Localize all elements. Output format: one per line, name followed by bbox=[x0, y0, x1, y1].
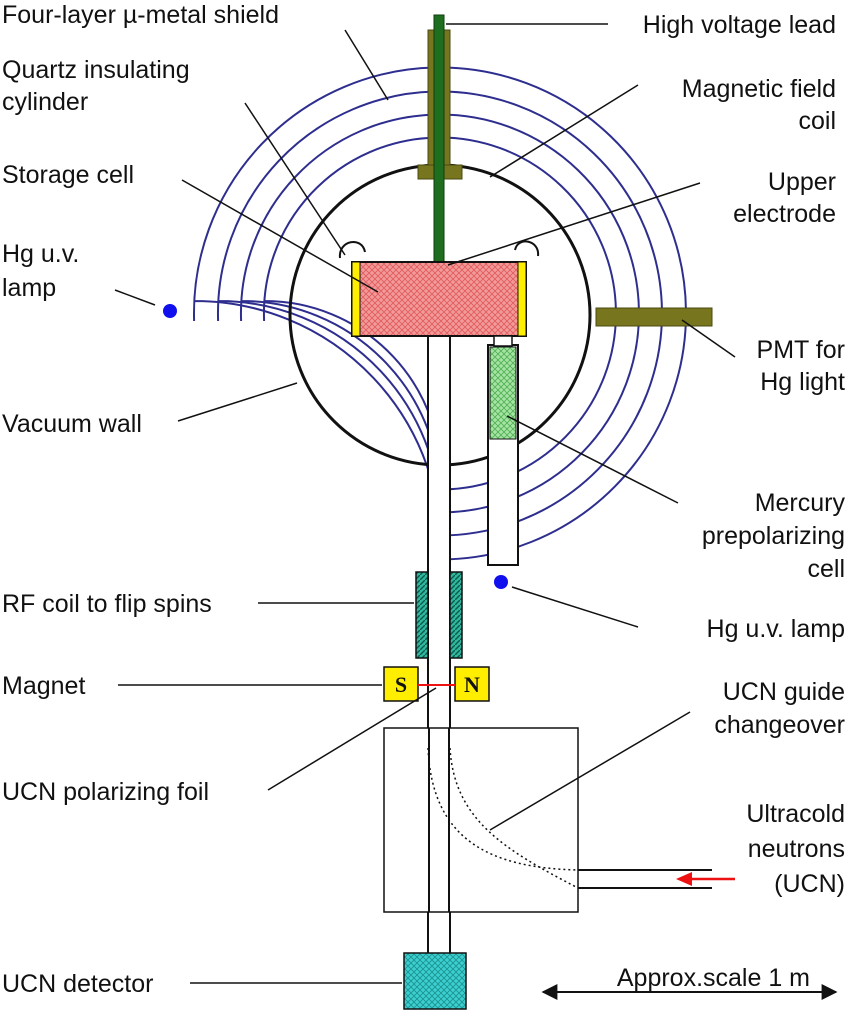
label-mercury-cell-1: Mercury bbox=[755, 489, 846, 517]
label-upper-electrode-1: Upper bbox=[768, 168, 836, 196]
leader-polarizing-foil bbox=[267, 687, 437, 791]
label-storage-cell: Storage cell bbox=[2, 161, 134, 189]
leader-pmt bbox=[681, 319, 736, 358]
hg-lamp-lower bbox=[494, 575, 508, 589]
leader-hg-lamp-left bbox=[114, 289, 156, 306]
rf-coil-right bbox=[449, 571, 463, 659]
label-mercury-cell-3: cell bbox=[807, 555, 845, 583]
leader-field-coil bbox=[489, 84, 639, 178]
changeover-tube-mask bbox=[429, 729, 449, 911]
mercury-cell-fill bbox=[489, 346, 517, 440]
label-shield: Four-layer µ-metal shield bbox=[2, 1, 279, 29]
label-field-coil-1: Magnetic field bbox=[682, 75, 836, 103]
label-hv-lead: High voltage lead bbox=[643, 11, 836, 39]
pmt bbox=[595, 307, 713, 327]
label-quartz-2: cylinder bbox=[2, 88, 88, 116]
label-vacuum-wall: Vacuum wall bbox=[2, 410, 142, 438]
label-quartz-1: Quartz insulating bbox=[2, 56, 190, 84]
hg-lamp-left bbox=[163, 304, 177, 318]
leader-storage-cell bbox=[181, 179, 379, 293]
ucn-detector bbox=[403, 952, 467, 1010]
label-pmt-1: PMT for bbox=[757, 336, 845, 364]
ucn-arrow-head bbox=[676, 872, 692, 886]
rf-coil-left bbox=[415, 571, 429, 659]
label-detector: UCN detector bbox=[2, 970, 153, 998]
storage-cell bbox=[351, 261, 527, 337]
leader-lines bbox=[114, 23, 736, 984]
magnet-north-letter: N bbox=[464, 672, 480, 697]
changeover-curve-inner bbox=[449, 747, 579, 889]
leader-mercury-cell bbox=[506, 415, 679, 504]
label-polarizing-foil: UCN polarizing foil bbox=[2, 778, 209, 806]
label-upper-electrode-2: electrode bbox=[733, 200, 836, 228]
storage-cell-electrode-right bbox=[517, 261, 527, 337]
leader-hg-lamp-lower bbox=[511, 586, 639, 628]
label-mercury-cell-2: prepolarizing bbox=[702, 522, 845, 550]
quartz-hook-right bbox=[514, 240, 540, 257]
label-hg-lamp-left-2: lamp bbox=[2, 274, 56, 302]
label-field-coil-2: coil bbox=[798, 107, 836, 135]
quartz-hook-left bbox=[338, 241, 366, 259]
label-magnet: Magnet bbox=[2, 672, 85, 700]
label-pmt-2: Hg light bbox=[760, 368, 845, 396]
changeover-curve-outer bbox=[427, 747, 579, 871]
changeover-box bbox=[383, 727, 579, 913]
leader-shield bbox=[344, 29, 389, 101]
leader-guide-changeover bbox=[489, 711, 691, 831]
label-ucn-source-2: neutrons bbox=[748, 835, 845, 863]
label-hg-lamp-left-1: Hg u.v. bbox=[2, 240, 79, 268]
label-ucn-source-1: Ultracold bbox=[746, 800, 845, 828]
leader-quartz bbox=[244, 102, 346, 256]
label-ucn-source-3: (UCN) bbox=[774, 870, 845, 898]
leader-upper-electrode bbox=[447, 182, 701, 266]
mu-metal-shield bbox=[193, 66, 687, 561]
label-rf-coil: RF coil to flip spins bbox=[2, 590, 212, 618]
label-guide-changeover-2: changeover bbox=[714, 711, 845, 739]
magnet-south-letter: S bbox=[395, 672, 407, 697]
mercury-cell-cap bbox=[493, 335, 513, 347]
leader-vacuum-wall bbox=[177, 382, 298, 422]
label-scale: Approx.scale 1 m bbox=[617, 964, 810, 992]
storage-cell-electrode-left bbox=[351, 261, 361, 337]
hv-lead-conductor bbox=[433, 14, 445, 266]
label-guide-changeover-1: UCN guide bbox=[723, 678, 845, 706]
label-hg-lamp-lower: Hg u.v. lamp bbox=[707, 615, 845, 643]
